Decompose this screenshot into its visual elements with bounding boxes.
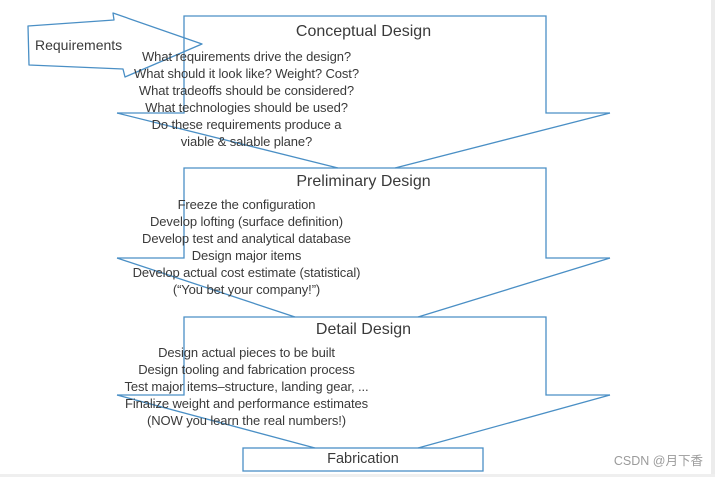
requirements-label: Requirements — [35, 37, 123, 53]
fabrication-label: Fabrication — [327, 451, 399, 467]
preliminary-arrowhead-right-edge — [417, 257, 611, 318]
watermark-text: CSDN @月下香 — [613, 454, 703, 468]
stage-line: What tradeoffs should be considered? — [138, 83, 355, 98]
stage-line: Design major items — [191, 248, 302, 263]
detail-stage-title: Detail Design — [315, 321, 412, 338]
stage-line: Develop test and analytical database — [142, 231, 351, 246]
stage-line: Finalize weight and performance estimate… — [124, 396, 369, 411]
stage-line: Do these requirements produce a — [151, 117, 342, 132]
stage-line: viable & salable plane? — [180, 134, 313, 149]
page-edge-right — [711, 0, 715, 477]
conceptual-stage-lines: What requirements drive the design? What … — [0, 48, 493, 150]
requirements-arrow-shape — [27, 12, 203, 78]
stage-line: Design actual pieces to be built — [158, 345, 335, 360]
preliminary-stage-outline — [117, 167, 610, 259]
stage-line: What should it look like? Weight? Cost? — [134, 66, 359, 81]
stage-line: Develop lofting (surface definition) — [150, 214, 343, 229]
stage-line: Design tooling and fabrication process — [138, 362, 355, 377]
stage-line: Freeze the configuration — [177, 197, 316, 212]
fabrication-box — [242, 447, 484, 472]
stage-line: (“You bet your company!”) — [172, 282, 321, 297]
conceptual-arrowhead-right-edge — [394, 112, 611, 169]
detail-stage-outline — [117, 316, 610, 396]
stage-line: What technologies should be used? — [145, 100, 348, 115]
stage-line: Develop actual cost estimate (statistica… — [132, 265, 361, 280]
conceptual-arrowhead-left-edge — [116, 112, 339, 169]
preliminary-stage-title: Preliminary Design — [296, 173, 431, 190]
stage-line: Test major items–structure, landing gear… — [124, 379, 369, 394]
conceptual-stage-outline — [117, 15, 610, 114]
conceptual-stage-title: Conceptual Design — [295, 23, 432, 40]
preliminary-arrowhead-left-edge — [116, 257, 296, 318]
stage-line: What requirements drive the design? — [142, 49, 351, 64]
stage-line: (NOW you learn the real numbers!) — [147, 413, 346, 428]
detail-arrowhead-right-edge — [417, 394, 611, 449]
detail-arrowhead-left-edge — [116, 394, 316, 449]
page-edge-bottom — [0, 474, 715, 477]
